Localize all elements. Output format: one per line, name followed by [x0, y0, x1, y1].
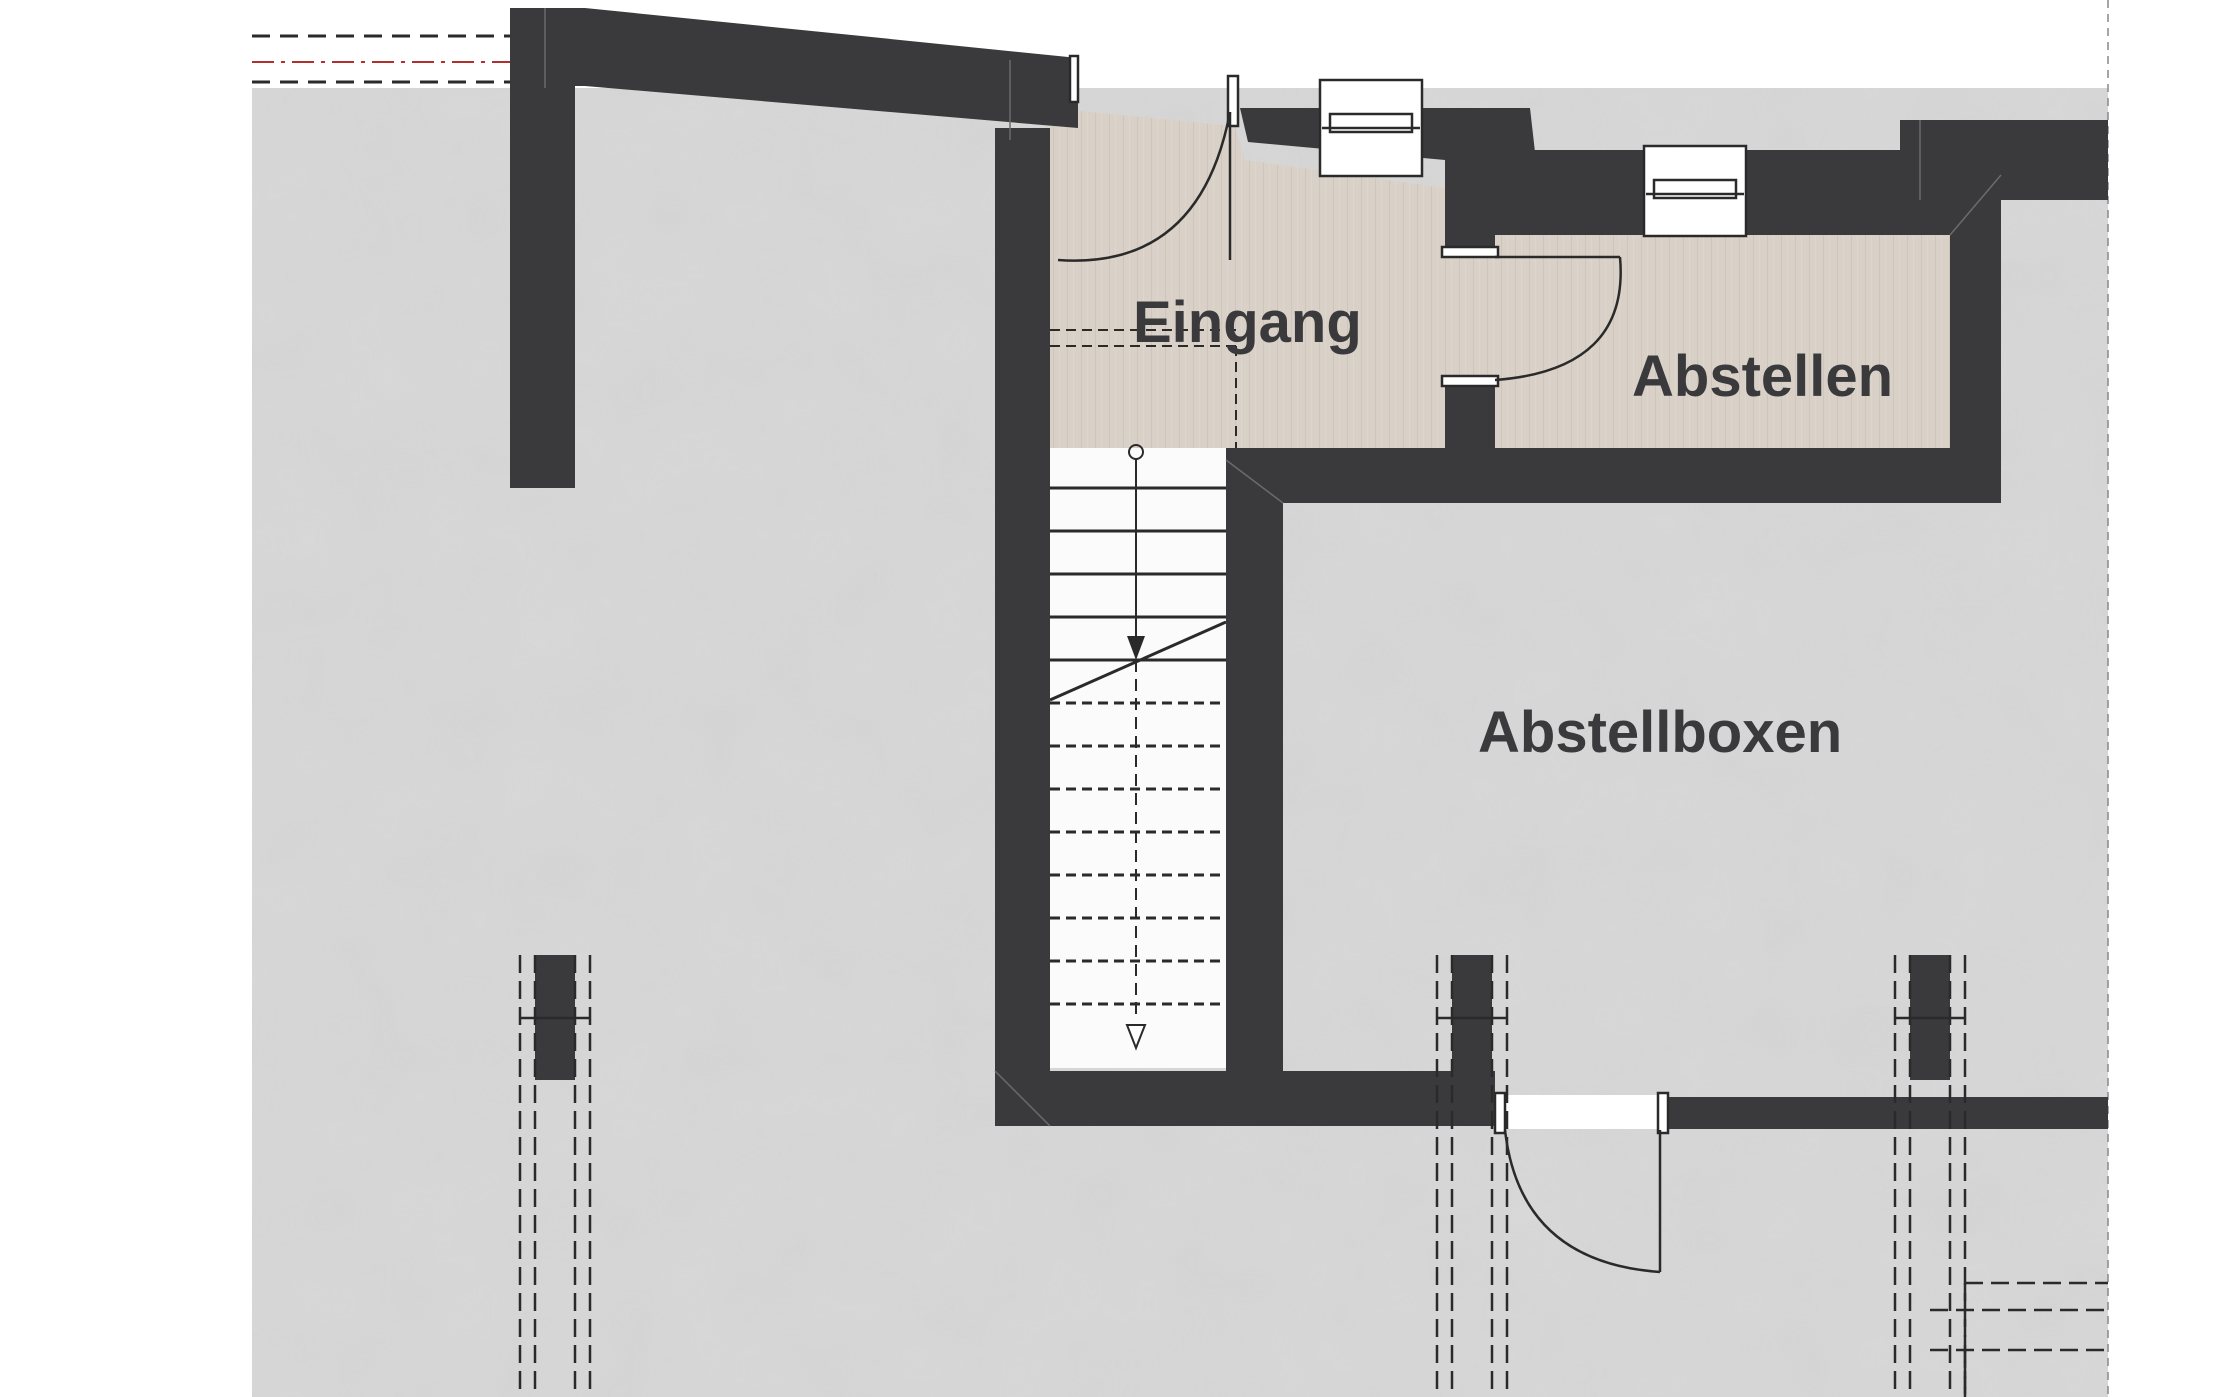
wood-floor [1050, 108, 1950, 448]
column [518, 955, 592, 1397]
staircase [1049, 329, 1237, 1068]
column [1435, 955, 1509, 1397]
entrance-door [1057, 54, 1240, 262]
axis-lines [252, 34, 545, 84]
room-label-abstellen: Abstellen [1632, 344, 1893, 409]
storage-door [1440, 245, 1622, 388]
wall-outlines [544, 8, 2002, 1127]
room-label-eingang: Eingang [1133, 290, 1362, 355]
column [1893, 955, 1967, 1397]
room-label-abstellboxen: Abstellboxen [1478, 700, 1842, 765]
foundation-lines [1930, 1281, 2108, 1397]
lower-door [1493, 1091, 1670, 1274]
window [1318, 78, 1424, 178]
window [1642, 144, 1748, 238]
